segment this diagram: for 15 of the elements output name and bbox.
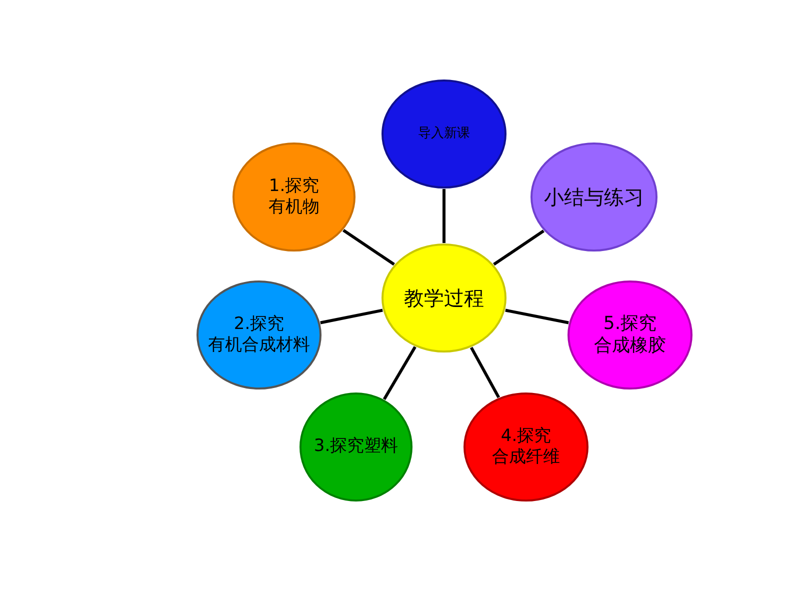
connector-line (382, 346, 416, 400)
topic-label: 教学过程 (403, 286, 485, 310)
topic-label: 3.探究塑料 (312, 436, 400, 458)
connector-line (493, 230, 544, 266)
topic-label: 4.探究合成纤维 (491, 426, 561, 468)
connector-line (505, 308, 569, 324)
topic-label: 1.探究有机物 (268, 176, 320, 218)
topic-label: 5.探究合成橡胶 (593, 312, 667, 358)
connector-line (442, 189, 446, 243)
topic-label: 导入新课 (417, 126, 471, 142)
connector-line (470, 346, 500, 398)
connector-line (342, 229, 395, 266)
topic-label: 2.探究有机合成材料 (207, 314, 311, 356)
connector-line (320, 308, 383, 324)
topic-label: 小结与练习 (543, 184, 645, 210)
